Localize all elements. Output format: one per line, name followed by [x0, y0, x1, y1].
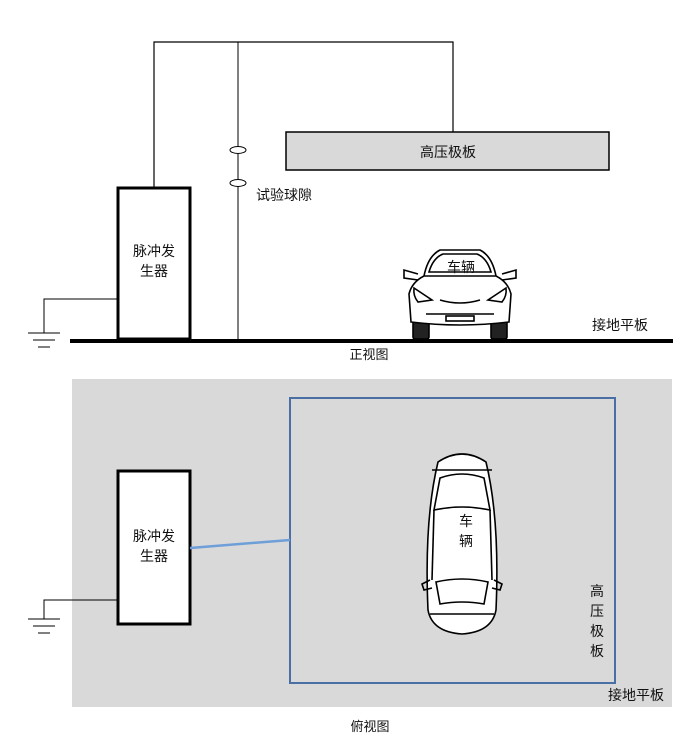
- car-front-icon: [403, 249, 517, 340]
- ground-wire-top: [43, 599, 118, 619]
- car-top-icon: [421, 453, 503, 635]
- vehicle-label-front: 车辆: [447, 259, 475, 276]
- pulse-generator-label-line1: 脉冲发: [133, 244, 175, 260]
- svg-text:板: 板: [590, 644, 604, 660]
- ground-plate-label-front: 接地平板: [592, 317, 648, 334]
- front-view-caption: 正视图: [349, 348, 388, 363]
- pulse-generator-top: [116, 469, 192, 626]
- vehicle-label-top-line1: 车: [459, 513, 473, 530]
- vehicle-label-top-line2: 辆: [459, 534, 473, 550]
- top-view-caption: 俯视图: [350, 719, 389, 735]
- svg-text:高: 高: [590, 583, 604, 600]
- ground-wire-front: [43, 298, 118, 333]
- hv-lead-wire: [153, 41, 454, 188]
- hv-plate-label-front: 高压极板: [420, 144, 476, 161]
- hv-plate-label-top: 高 压 极 板: [590, 583, 604, 660]
- ground-symbol-icon: [28, 332, 60, 348]
- hv-plate-front: [285, 131, 610, 171]
- svg-text:极: 极: [590, 624, 604, 640]
- pulse-generator-top-label-line1: 脉冲发: [133, 529, 175, 545]
- ground-symbol-top-icon: [28, 618, 60, 634]
- sphere-gap-label: 试验球隙: [256, 188, 312, 204]
- front-view: 试验球隙 高压极板 脉冲发 生器 接地平板 正视图: [28, 41, 673, 363]
- ground-plate-label-top: 接地平板: [608, 687, 664, 704]
- hv-connection-line: [189, 538, 291, 550]
- pulse-generator-top-label-line2: 生器: [140, 549, 168, 565]
- pulse-generator-front: [116, 186, 192, 341]
- sphere-gap-lower-sphere: [229, 179, 247, 187]
- sphere-gap-upper-sphere: [229, 146, 247, 154]
- pulse-generator-label-line2: 生器: [140, 264, 168, 280]
- svg-text:压: 压: [590, 604, 604, 620]
- top-view: 接地平板 高 压 极 板 脉冲发 生器: [28, 379, 672, 735]
